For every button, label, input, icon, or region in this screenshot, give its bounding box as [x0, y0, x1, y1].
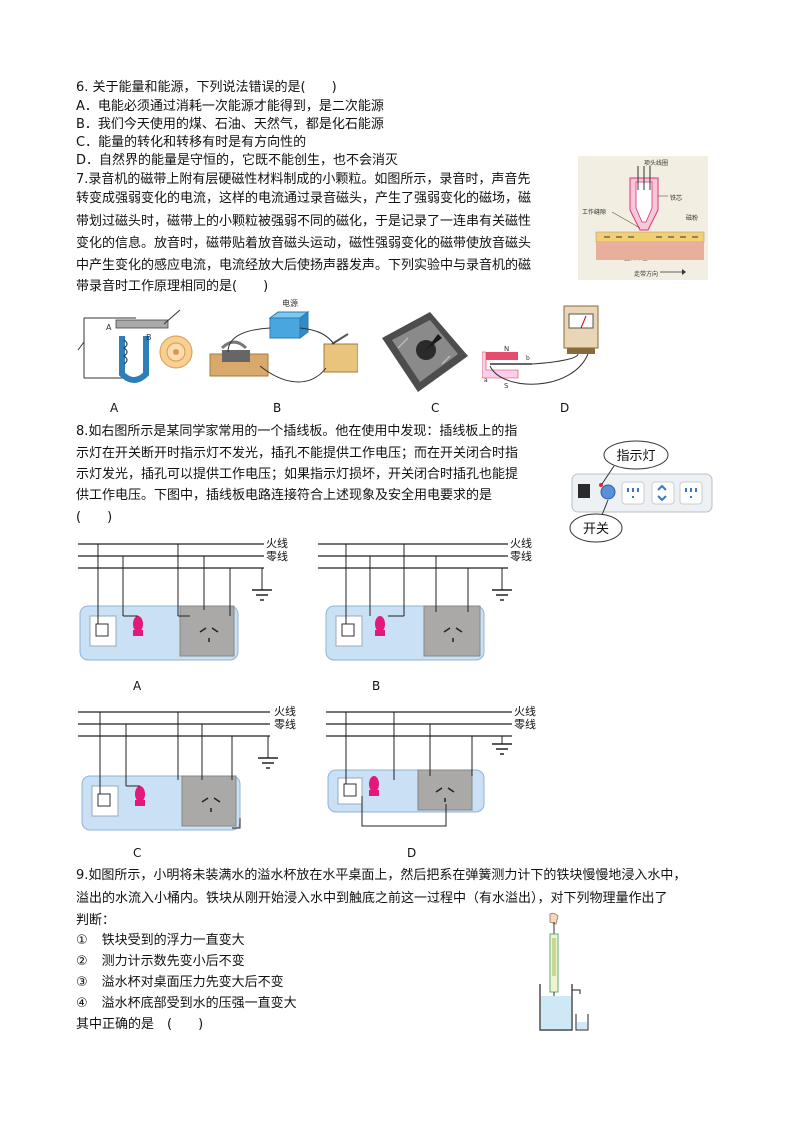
circuit-c: 火线 零线 — [78, 704, 296, 831]
q9-item-4-text: 溢水杯底部受到水的压强一直变大 — [101, 996, 297, 1011]
q9-line-2: 溢出的水流入小桶内。铁块从刚开始浸入水中到触底之前这一过程中（有水溢出），对下列… — [76, 891, 668, 906]
q7-letter-b: B — [273, 401, 282, 415]
svg-text:S: S — [504, 382, 509, 390]
q6-option-a: A．电能必须通过消耗一次能源才能得到，是二次能源 — [76, 99, 384, 114]
q8-line-3: 示灯发光，插孔可以提供工作电压；如果指示灯损坏，开关闭合时插孔也能提 — [76, 467, 519, 482]
q9-item-1: ① 铁块受到的浮力一直变大 — [76, 931, 245, 950]
svg-text:a: a — [484, 377, 488, 384]
neutral-label: 零线 — [510, 549, 532, 563]
power-strip-figure: 指示灯 开关 — [569, 440, 713, 543]
svg-text:b: b — [526, 355, 530, 362]
q9-line-1: 9.如图所示，小明将未装满水的溢水杯放在水平桌面上，然后把系在弹簧测力计下的铁块… — [76, 868, 687, 883]
circuit-letter-a: A — [133, 679, 142, 693]
q9-item-3-text: 溢水杯对桌面压力先变大后不变 — [101, 975, 284, 990]
q9-line-3: 判断： — [76, 913, 116, 928]
q6-option-d: D．自然界的能量是守恒的，它既不能创生，也不会消灭 — [76, 153, 399, 168]
core-label: 铁芯 — [670, 194, 682, 202]
q9-footer: 其中正确的是 ( ) — [76, 1017, 204, 1032]
switch-label: 开关 — [583, 522, 609, 537]
live-label: 火线 — [274, 704, 296, 718]
q9-item-4: ④ 溢水杯底部受到水的压强一直变大 — [76, 994, 297, 1013]
q7-line-2: 转变成强弱变化的电流，这样的电流通过录音磁头，产生了强弱变化的磁场，磁 — [76, 191, 532, 206]
q7-line-4: 变化的信息。放音时，磁带贴着放音磁头运动，磁性强弱变化的磁带使放音磁头 — [76, 236, 532, 251]
neutral-label: 零线 — [266, 549, 288, 563]
circuit-letter-b: B — [372, 679, 381, 693]
neutral-label: 零线 — [274, 717, 296, 731]
live-label: 火线 — [514, 704, 536, 718]
direction-label: 走带方向 — [634, 270, 658, 278]
q7-figure-b: 电源 — [209, 298, 358, 383]
q9-item-2: ② 测力计示数先变小后不变 — [76, 952, 245, 971]
gap-label: 工作缝隙 — [582, 208, 606, 216]
q8-line-2: 示灯在开关断开时指示灯不发光，插孔不能提供工作电压；而在开关闭合时指 — [76, 446, 519, 461]
q6-stem: 6. 关于能量和能源，下列说法错误的是( ) — [76, 80, 337, 95]
q7-figure-d: N S b a — [482, 305, 599, 390]
q9-item-4-num: ④ — [76, 996, 88, 1011]
q9-item-3-num: ③ — [76, 975, 88, 990]
q7-figure-a: A B — [77, 309, 193, 383]
live-label: 火线 — [510, 536, 532, 550]
circuit-b: 火线 零线 — [318, 536, 532, 661]
overflow-cup-figure — [539, 912, 589, 1031]
circuit-letter-d: D — [407, 846, 417, 860]
live-label: 火线 — [266, 536, 288, 550]
q8-line-4: 供工作电压。下图中，插线板电路连接符合上述现象及安全用电要求的是 — [76, 488, 493, 503]
q9-item-2-num: ② — [76, 954, 88, 969]
power-label: 电源 — [282, 298, 298, 308]
q6-option-b: B．我们今天使用的煤、石油、天然气，都是化石能源 — [76, 117, 384, 132]
svg-text:N: N — [504, 345, 509, 353]
svg-text:B: B — [146, 333, 152, 342]
q7-line-1: 7.录音机的磁带上附有层硬磁性材料制成的小颗粒。如图所示，录音时，声音先 — [76, 172, 531, 187]
q7-letter-c: C — [431, 401, 440, 415]
tape-head-figure: 项头线圈 铁芯 工作缝隙 磁粉 塑料带基 走带方向 — [578, 156, 708, 280]
q6-option-c: C．能量的转化和转移有时是有方向性的 — [76, 135, 307, 150]
particles-label: 磁粉 — [686, 214, 698, 222]
q7-line-6: 带录音时工作原理相同的是( ) — [76, 279, 269, 294]
neutral-label: 零线 — [514, 717, 536, 731]
q7-line-3: 带划过磁头时，磁带上的小颗粒被强弱不同的磁化，于是记录了一连串有关磁性 — [76, 214, 532, 229]
q7-letter-d: D — [560, 401, 570, 415]
q8-line-5: ( ) — [76, 510, 113, 525]
circuit-a: 火线 零线 — [78, 536, 288, 661]
q7-letter-a: A — [110, 401, 119, 415]
q7-line-5: 中产生变化的感应电流，电流经放大后使扬声器发声。下列实验中与录音机的磁 — [76, 258, 532, 273]
q9-item-1-num: ① — [76, 933, 88, 948]
q9-item-1-text: 铁块受到的浮力一直变大 — [101, 933, 245, 948]
q8-line-1: 8.如右图所示是某同学家常用的一个插线板。他在使用中发现：插线板上的指 — [76, 424, 518, 439]
circuit-letter-c: C — [133, 846, 142, 860]
q9-item-2-text: 测力计示数先变小后不变 — [101, 954, 245, 969]
coil-label: 项头线圈 — [644, 159, 668, 167]
q7-figure-c — [382, 312, 468, 392]
indicator-label: 指示灯 — [616, 449, 655, 464]
q9-item-3: ③ 溢水杯对桌面压力先变大后不变 — [76, 973, 284, 992]
svg-text:A: A — [106, 323, 112, 332]
circuit-d: 火线 零线 — [326, 704, 536, 827]
